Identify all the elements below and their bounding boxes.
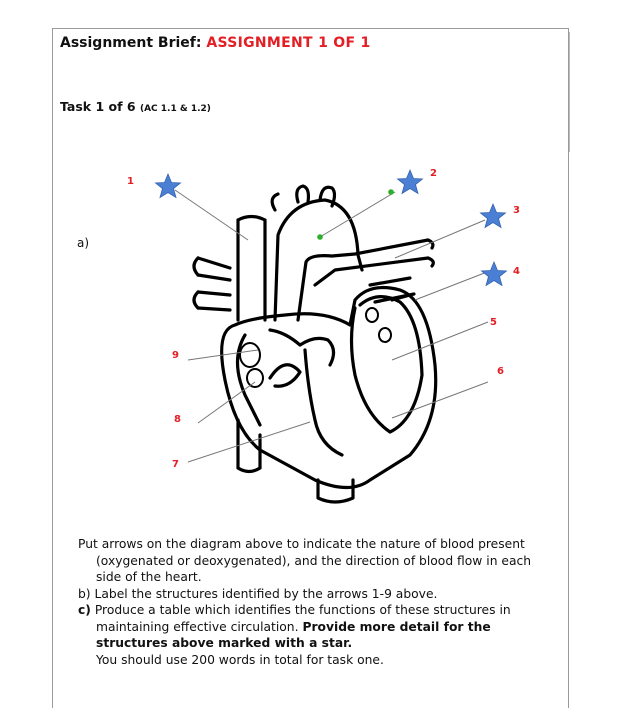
brief-prefix: Assignment Brief: xyxy=(60,35,201,51)
task-instructions: Put arrows on the diagram above to indic… xyxy=(78,536,548,668)
instruction-b: b) Label the structures identified by th… xyxy=(78,586,548,603)
star-icon xyxy=(481,204,506,228)
assignment-brief-heading: Assignment Brief: ASSIGNMENT 1 OF 1 xyxy=(60,35,371,51)
page-margin-line xyxy=(569,32,570,152)
structure-number-3: 3 xyxy=(513,205,520,216)
pointer-dot xyxy=(388,189,394,195)
instruction-a: Put arrows on the diagram above to indic… xyxy=(78,536,548,586)
pointer-dot xyxy=(317,234,323,240)
assignment-number: ASSIGNMENT 1 OF 1 xyxy=(206,35,370,51)
star-icon xyxy=(482,262,507,286)
part-a-label: a) xyxy=(77,236,89,250)
structure-number-1: 1 xyxy=(127,176,134,187)
structure-number-2: 2 xyxy=(430,168,437,179)
instruction-c: c) Produce a table which identifies the … xyxy=(78,602,548,652)
structure-number-4: 4 xyxy=(513,266,520,277)
structure-number-7: 7 xyxy=(172,459,179,470)
task-heading: Task 1 of 6 (AC 1.1 & 1.2) xyxy=(60,99,211,114)
instruction-a-text: Put arrows on the diagram above to indic… xyxy=(78,537,531,584)
instruction-b-text: Label the structures identified by the a… xyxy=(95,587,438,601)
structure-number-8: 8 xyxy=(174,414,181,425)
heart-outline xyxy=(194,186,436,502)
ac-reference: (AC 1.1 & 1.2) xyxy=(140,104,211,114)
pointer-lines xyxy=(175,190,488,462)
star-icon xyxy=(398,170,423,194)
structure-number-5: 5 xyxy=(490,317,497,328)
structure-number-6: 6 xyxy=(497,366,504,377)
star-icon xyxy=(156,174,181,198)
valve-rings xyxy=(240,308,391,387)
word-count-note: You should use 200 words in total for ta… xyxy=(78,652,548,669)
heart-diagram: 1 2 3 4 5 6 7 8 9 xyxy=(110,150,540,520)
task-title: Task 1 of 6 xyxy=(60,99,136,114)
instruction-c-label: c) xyxy=(78,603,91,617)
structure-number-9: 9 xyxy=(172,350,179,361)
instruction-b-label: b) xyxy=(78,587,91,601)
